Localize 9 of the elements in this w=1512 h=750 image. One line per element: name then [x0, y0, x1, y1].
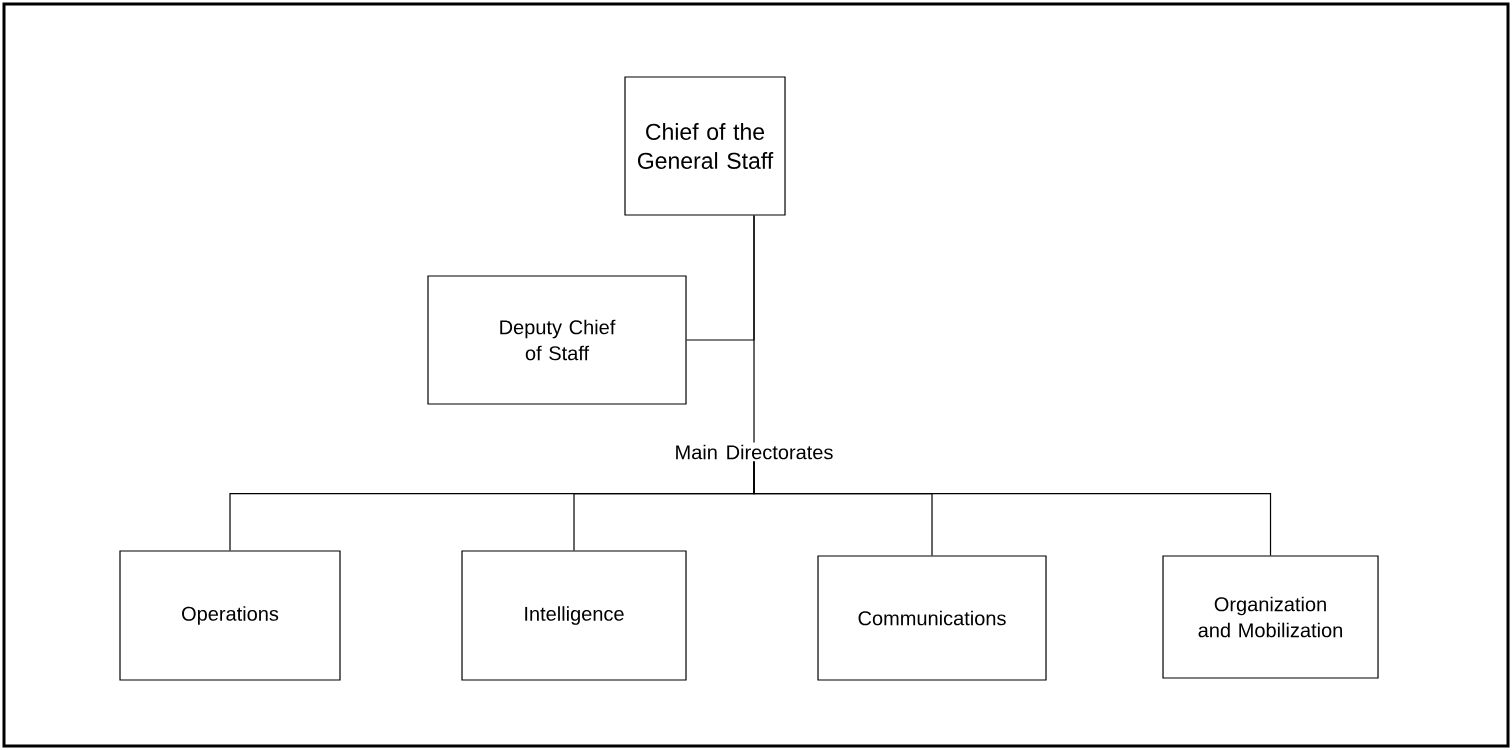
- org-box: Intelligence: [461, 550, 687, 681]
- org-box: Chief of the General Staff: [624, 76, 786, 216]
- org-box: Communications: [817, 555, 1047, 681]
- org-box: Organization and Mobilization: [1162, 555, 1379, 679]
- group-label: Main Directorates: [672, 442, 836, 462]
- connector-line: [753, 460, 1272, 556]
- org-box: Deputy Chief of Staff: [427, 275, 687, 405]
- org-box: Operations: [119, 550, 341, 681]
- connector-line: [686, 215, 755, 341]
